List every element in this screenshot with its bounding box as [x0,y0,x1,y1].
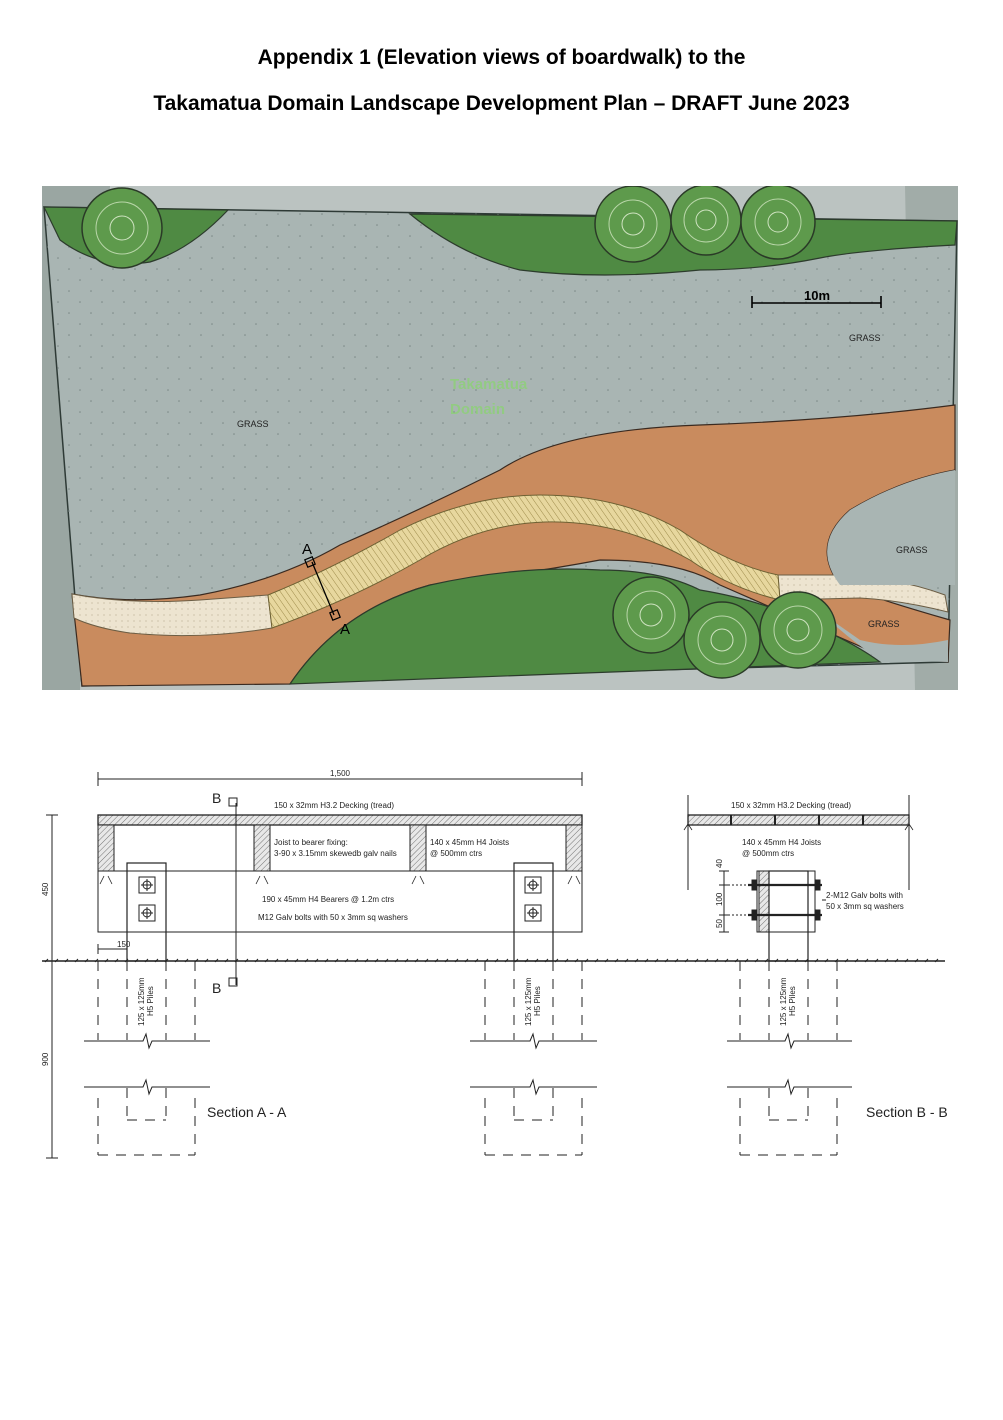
dim-height: 450 [41,882,50,896]
ground-line [42,958,945,963]
dim-50: 50 [715,919,724,928]
domain-label-2: Domain [450,401,505,418]
grass-area [43,206,958,687]
joists-label-aa-1: 140 x 45mm H4 Joists [430,838,509,847]
dim-depth: 900 [41,1052,50,1066]
section-marker-b-bottom: B [212,980,221,996]
garden-bed-bottom [288,568,882,685]
garden-bed-right [827,470,955,585]
grass-label-top-right: GRASS [849,333,881,343]
dim-pile-offset: 150 [117,940,131,949]
scale-bar [751,296,882,308]
grass-label-right: GRASS [896,545,928,555]
pile-label-right-2: H5 Piles [533,986,542,1016]
dim-40: 40 [715,859,724,868]
tree-bottom-1 [612,576,690,654]
scale-label: 10m [804,288,830,303]
sand-path-right [777,574,949,613]
decking-label-aa: 150 x 32mm H3.2 Decking (tread) [274,801,394,810]
tree-top-left [81,187,163,269]
tree-top-2 [670,186,742,256]
pile-label-left-2: H5 Piles [146,986,155,1016]
section-bb-drawing [683,795,914,1156]
joists-label-aa-2: @ 500mm ctrs [430,849,482,858]
bolts-label-aa: M12 Galv bolts with 50 x 3mm sq washers [258,913,408,922]
bolts-label-bb-2: 50 x 3mm sq washers [826,902,904,911]
section-aa-title: Section A - A [207,1104,287,1120]
bolts-label-bb-1: 2-M12 Galv bolts with [826,891,903,900]
section-marker-top: A [302,541,312,558]
tree-bottom-3 [759,591,837,669]
garden-bed-top-left [43,206,230,265]
decking-label-bb: 150 x 32mm H3.2 Decking (tread) [731,801,851,810]
section-bb-title: Section B - B [866,1104,948,1120]
garden-bed-top [408,213,958,276]
page-title-line1: Appendix 1 (Elevation views of boardwalk… [257,46,746,69]
joists-label-bb-1: 140 x 45mm H4 Joists [742,838,821,847]
garden-bed-bottom-right [820,612,948,662]
tree-bottom-2 [683,601,761,679]
joists-label-bb-2: @ 500mm ctrs [742,849,794,858]
page-title-line2: Takamatua Domain Landscape Development P… [153,92,850,115]
bearers-label: 190 x 45mm H4 Bearers @ 1.2m ctrs [262,895,394,904]
boardwalk [267,494,781,629]
garden-path [71,404,956,687]
section-aa-drawing [46,772,597,1159]
section-cut-line [304,556,341,621]
fixing-label-2: 3-90 x 3.15mm skewedb galv nails [274,849,397,858]
domain-label-1: Takamatua [450,376,528,393]
tree-top-1 [594,186,672,263]
section-marker-b-top: B [212,790,221,806]
grass-label-bottom-right: GRASS [868,619,900,629]
pile-label-right-1: 125 x 125mm [524,977,533,1026]
grass-label-left: GRASS [237,419,269,429]
pile-label-bb-1: 125 x 125mm [779,977,788,1026]
pile-label-bb-2: H5 Piles [788,986,797,1016]
sand-path-left [71,593,273,637]
dim-overall-width: 1,500 [330,769,351,778]
section-marker-bottom: A [340,621,350,638]
fixing-label-1: Joist to bearer fixing: [274,838,348,847]
pile-label-left-1: 125 x 125mm [137,977,146,1026]
aerial-photo-background [42,186,958,690]
dim-100: 100 [715,892,724,906]
tree-top-3 [740,186,816,260]
